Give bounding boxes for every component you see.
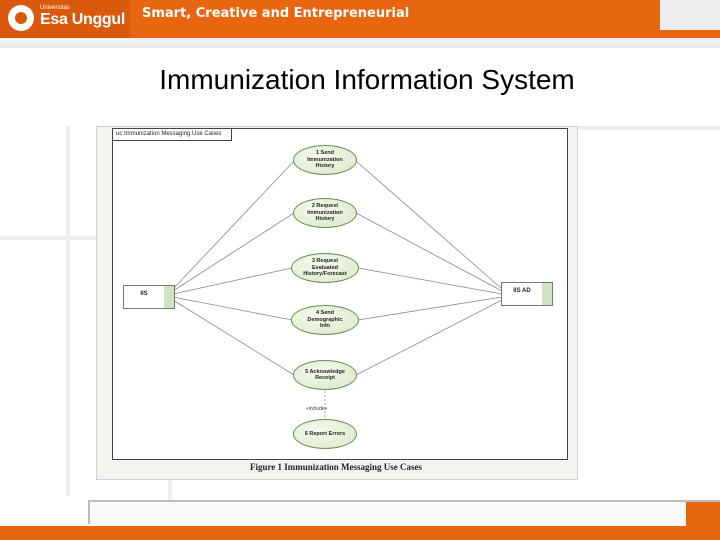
association-line xyxy=(172,212,295,292)
use-case-label: 6 Report Errors xyxy=(304,430,346,437)
association-line xyxy=(357,296,503,321)
use-case-2: 2 Request Immunization History xyxy=(293,198,357,228)
footer-frame xyxy=(88,500,720,524)
use-case-label: 2 Request Immunization History xyxy=(307,203,343,223)
header-accent-block xyxy=(660,0,720,30)
use-case-label: 5 Acknowledge Receipt xyxy=(305,368,345,382)
use-case-4: 4 Send Demographic Info xyxy=(291,305,359,335)
actor-label: IIS xyxy=(140,291,148,297)
slide-title: Immunization Information System xyxy=(159,64,575,95)
association-line xyxy=(172,299,295,376)
actor-stripe xyxy=(164,286,174,308)
logo-subtitle: Universitas xyxy=(40,5,70,11)
header-divider xyxy=(0,38,720,48)
use-case-6: 6 Report Errors xyxy=(293,419,357,449)
use-case-diagram: uc Immunization Messaging Use Cases IIS … xyxy=(112,128,568,460)
association-line xyxy=(357,267,503,295)
background-band xyxy=(66,126,70,496)
association-line xyxy=(355,160,503,290)
actor-label: IIS AD xyxy=(513,288,531,294)
tagline: Smart, Creative and Entrepreneurial xyxy=(142,6,410,21)
footer-accent-block xyxy=(686,502,720,526)
background-band xyxy=(168,478,172,500)
header-bar: Universitas Esa Unggul Smart, Creative a… xyxy=(0,0,720,38)
background-band xyxy=(576,126,720,130)
use-case-label: 3 Request Evaluated History/Forecast xyxy=(303,258,347,278)
use-case-1: 1 Send Immunization History xyxy=(293,145,357,175)
association-line xyxy=(172,160,295,290)
use-case-label: 4 Send Demographic Info xyxy=(307,310,343,330)
include-stereotype: «include» xyxy=(306,406,328,412)
association-line xyxy=(172,267,293,295)
actor-stripe xyxy=(542,283,552,305)
background-band xyxy=(0,236,96,240)
logo-emblem-icon xyxy=(8,5,34,31)
association-line xyxy=(355,299,503,376)
association-lines xyxy=(172,160,503,419)
actor-iis: IIS xyxy=(123,285,175,309)
association-line xyxy=(355,212,503,292)
use-case-5: 5 Acknowledge Receipt xyxy=(293,360,357,390)
actor-iis-ad: IIS AD xyxy=(501,282,553,306)
use-case-label: 1 Send Immunization History xyxy=(307,150,343,170)
university-logo: Universitas Esa Unggul xyxy=(0,0,130,38)
figure-caption: Figure 1 Immunization Messaging Use Case… xyxy=(249,462,423,472)
logo-text: Esa Unggul xyxy=(40,11,126,28)
footer-bar xyxy=(0,526,720,540)
diagram-tab-label: uc Immunization Messaging Use Cases xyxy=(113,129,233,141)
use-case-3: 3 Request Evaluated History/Forecast xyxy=(291,253,359,283)
association-line xyxy=(172,296,293,321)
